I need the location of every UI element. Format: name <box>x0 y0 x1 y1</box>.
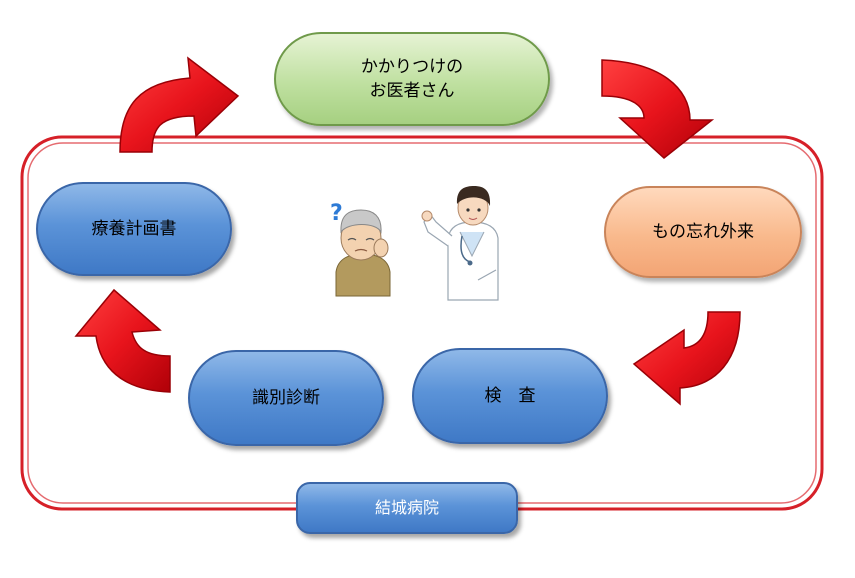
elderly-man-question-icon: ? <box>330 201 391 297</box>
arrow-family-doctor-to-memory-clinic <box>601 59 715 159</box>
care-plan-label: 療養計画書 <box>91 219 177 239</box>
care-plan-node: 療養計画書 <box>36 182 232 276</box>
arrow-memory-clinic-to-examination <box>632 311 741 406</box>
doctor-icon <box>421 186 499 301</box>
examination-node: 検 査 <box>412 348 608 444</box>
hospital-label-box: 結城病院 <box>296 482 518 534</box>
svg-text:?: ? <box>330 201 343 226</box>
memory-clinic-node: もの忘れ外来 <box>604 186 802 278</box>
examination-label: 検 査 <box>484 386 536 406</box>
arrow-care-plan-to-family-doctor <box>119 56 240 153</box>
arrow-diagnosis-to-care-plan <box>74 288 171 393</box>
family-doctor-line-2: お医者さん <box>369 81 455 101</box>
memory-clinic-label: もの忘れ外来 <box>652 222 754 242</box>
family-doctor-line-1: かかりつけの <box>360 57 464 77</box>
differential-diagnosis-node: 識別診断 <box>188 350 384 446</box>
family-doctor-node: かかりつけの お医者さん <box>274 32 550 126</box>
hospital-label: 結城病院 <box>374 498 439 517</box>
differential-diagnosis-label: 識別診断 <box>252 388 320 408</box>
